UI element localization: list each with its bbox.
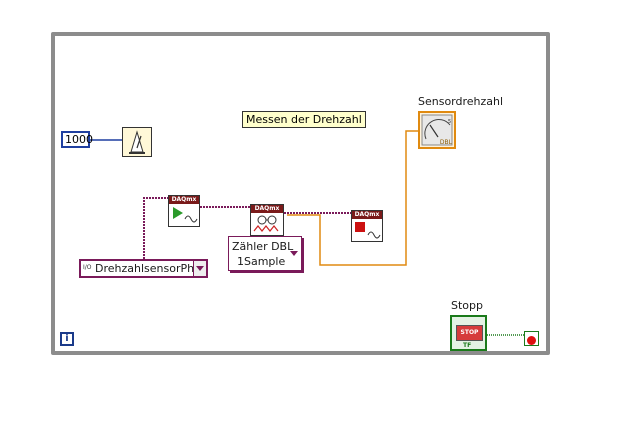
- svg-text:5: 5: [448, 119, 451, 125]
- channel-name: DrehzahlsensorPhil: [95, 262, 201, 275]
- stop-if-true-icon: [527, 336, 536, 345]
- read-polymorphic-selector[interactable]: Zähler DBL 1Sample: [228, 236, 302, 271]
- daqmx-tag: DAQmx: [169, 196, 199, 204]
- comment-label: Messen der Drehzahl: [242, 111, 366, 128]
- channel-constant[interactable]: I/O DrehzahlsensorPhil: [79, 259, 208, 278]
- loop-condition-terminal[interactable]: [524, 331, 539, 346]
- indicator-type: DBL: [439, 139, 452, 146]
- selector-line-2: 1Sample: [237, 255, 286, 268]
- dropdown-button[interactable]: [193, 261, 206, 276]
- gauge-indicator[interactable]: 5 DBL: [418, 111, 456, 149]
- selector-line-1: Zähler DBL: [232, 240, 294, 253]
- metronome-icon: [129, 130, 145, 154]
- wait-constant[interactable]: 1000: [61, 131, 93, 148]
- play-icon: [173, 207, 198, 223]
- stop-type: TF: [463, 342, 472, 349]
- gauge-icon: 5: [421, 114, 453, 146]
- stop-button-face: STOP: [456, 325, 483, 341]
- daqmx-tag: DAQmx: [251, 205, 283, 213]
- chevron-down-icon: [196, 266, 204, 271]
- wait-function[interactable]: [122, 127, 152, 157]
- stop-square-icon: [355, 222, 381, 239]
- daqmx-start-task[interactable]: DAQmx: [168, 195, 200, 227]
- glasses-icon: [253, 215, 279, 232]
- indicator-label: Sensordrehzahl: [418, 95, 504, 108]
- stop-button[interactable]: STOP TF: [450, 315, 487, 351]
- stop-label: Stopp: [451, 299, 483, 312]
- daqmx-stop-task[interactable]: DAQmx: [351, 210, 383, 242]
- io-icon: I/O: [83, 264, 92, 271]
- chevron-down-icon: [290, 251, 298, 256]
- info-icon[interactable]: i: [60, 332, 74, 346]
- daqmx-read[interactable]: DAQmx: [250, 204, 284, 236]
- daqmx-tag: DAQmx: [352, 211, 382, 219]
